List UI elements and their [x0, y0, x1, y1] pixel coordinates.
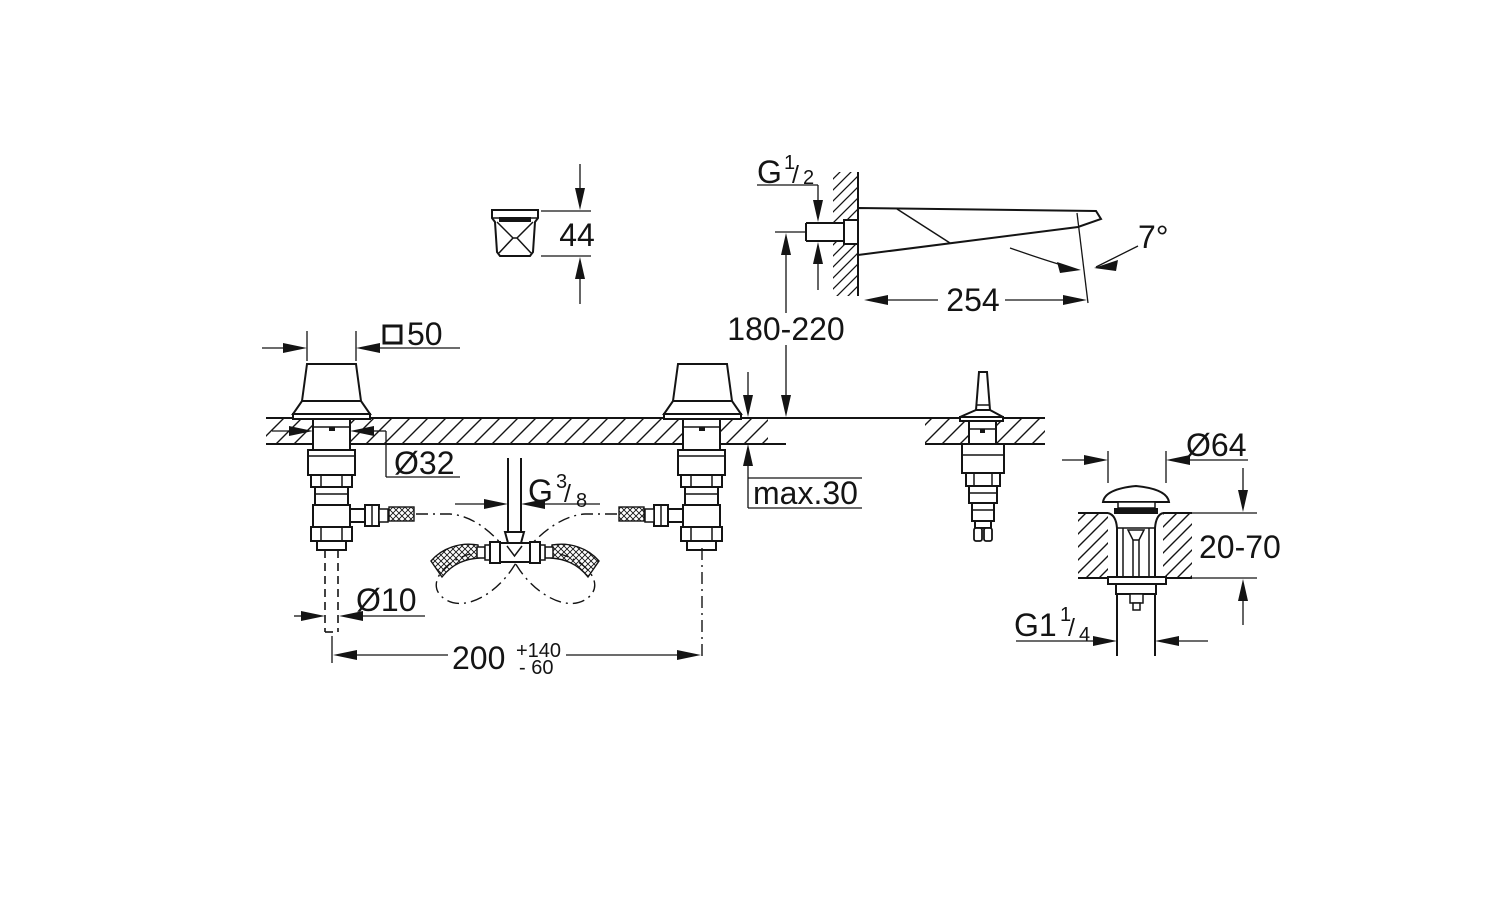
- supply-tee-hoses: [416, 458, 617, 605]
- valve-profile: [959, 371, 1005, 542]
- basin-section: [1078, 512, 1192, 579]
- dim-handle-square: 50: [407, 316, 443, 352]
- wall-spout: [775, 206, 1103, 304]
- dim-spout-thread-den: 2: [803, 167, 814, 189]
- valve-left: [291, 363, 415, 633]
- dim-waste-cap: Ø64: [1186, 427, 1246, 463]
- dim-spout-reach: 254: [946, 282, 999, 318]
- dim-handle-height: 44: [559, 217, 595, 253]
- dim-waste-thread-slash: /: [1068, 614, 1075, 642]
- waste-drain: [1101, 484, 1171, 656]
- handle-top-detail: [491, 209, 539, 257]
- dim-pin-diameter: Ø10: [356, 582, 416, 618]
- dim-spacing-plus: +140: [516, 640, 561, 662]
- square-symbol: [382, 324, 403, 345]
- dim-max-deck: max.30: [753, 475, 858, 511]
- dim-supply-thread-num: 3: [556, 471, 567, 493]
- dim-spout-thread-slash: /: [792, 161, 799, 189]
- dim-spout-thread-num: 1: [784, 152, 795, 174]
- dim-spout-thread-g: G: [757, 154, 782, 190]
- dimension-lines: [262, 164, 1257, 663]
- dim-spout-angle: 7°: [1138, 219, 1169, 255]
- dim-spout-height-range: 180-220: [727, 311, 844, 347]
- dim-basin-range: 20-70: [1199, 529, 1281, 565]
- dim-supply-thread-slash: /: [564, 480, 571, 508]
- dim-waste-thread-den: 4: [1079, 624, 1090, 646]
- dim-spacing-minus: - 60: [519, 657, 553, 679]
- dim-waste-thread-g: G1: [1014, 607, 1057, 643]
- dim-supply-thread-den: 8: [576, 490, 587, 512]
- dim-supply-thread-g: G: [528, 473, 553, 509]
- dim-waste-thread-num: 1: [1060, 604, 1071, 626]
- valve-right: [618, 363, 743, 660]
- dim-deck-hole: Ø32: [394, 445, 454, 481]
- dimension-labels: 44 50 Ø32 G 1 / 2 180-220 254 7° max.30 …: [356, 152, 1281, 679]
- dim-spacing: 200: [452, 640, 505, 676]
